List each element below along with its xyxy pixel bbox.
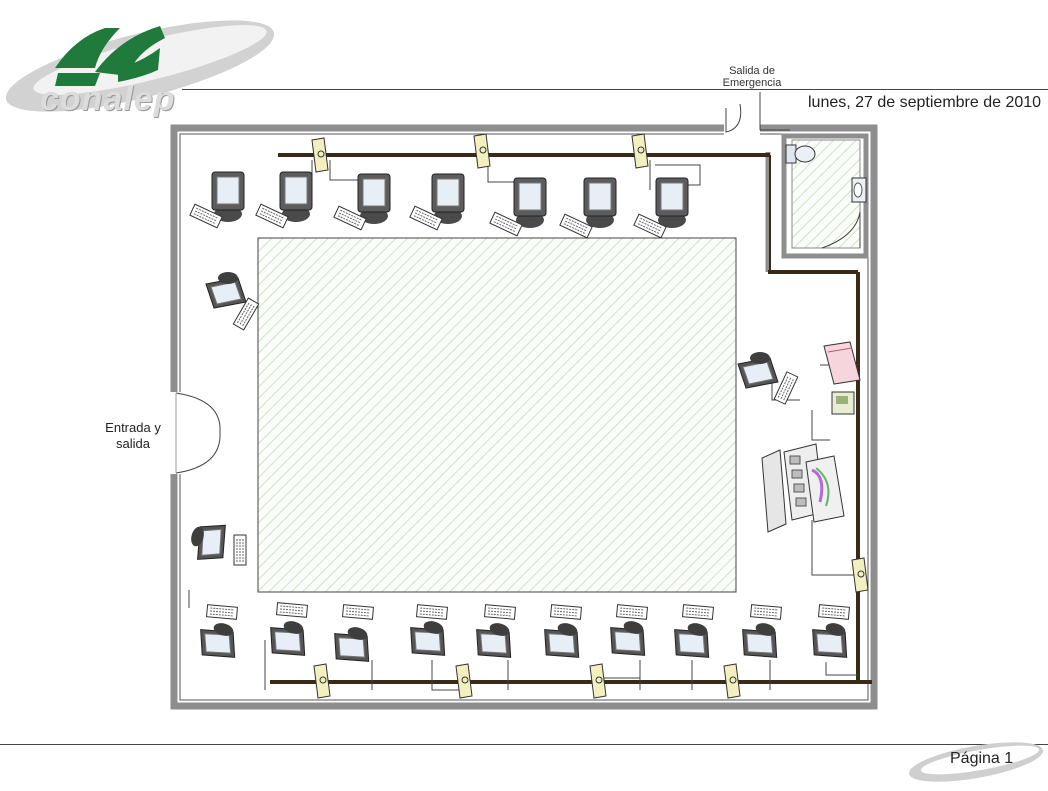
telephone-icon: [831, 391, 855, 415]
page-date: lunes, 27 de septiembre de 2010: [808, 94, 1042, 111]
header-rule: [182, 89, 1048, 90]
emergency-exit-label: Salida de Emergencia: [722, 65, 782, 89]
top-computers: [189, 171, 689, 239]
router-icon: [823, 341, 861, 385]
bottom-computers: [193, 602, 855, 668]
toilet-icon: [785, 144, 816, 164]
footer-swoosh-icon: [904, 732, 1048, 786]
entrance-label: Entrada y salida: [105, 420, 161, 451]
server-rack-icon: [761, 443, 845, 533]
conalep-logo: conalep: [0, 8, 280, 118]
sink-icon: [851, 177, 867, 203]
page-number: Página 1: [950, 750, 1014, 767]
footer-rule: [0, 744, 1048, 745]
logo-wordmark: conalep: [40, 80, 176, 118]
